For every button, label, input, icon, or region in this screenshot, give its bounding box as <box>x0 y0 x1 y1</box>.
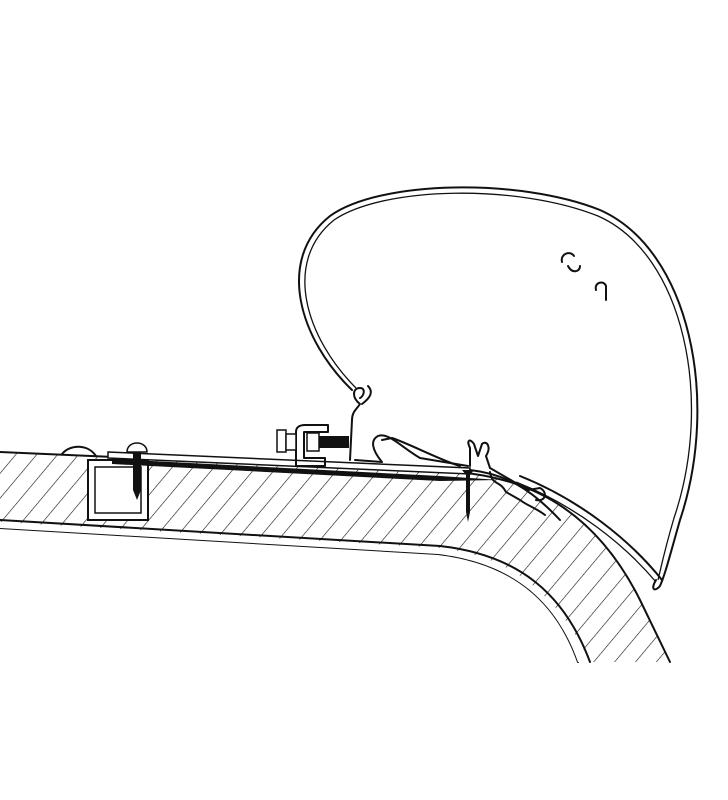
awning-canopy <box>298 186 699 591</box>
awning-front-arm <box>519 475 663 581</box>
roof-outer-skin <box>0 451 671 663</box>
roof-edge-trim <box>61 445 97 457</box>
roof-wall-section <box>0 445 671 663</box>
keder-profile <box>467 439 546 516</box>
wall-hatching <box>0 452 670 662</box>
screw-right <box>462 470 474 522</box>
bolt-thread <box>319 436 349 448</box>
screw-left <box>126 442 148 500</box>
sealant-strip <box>112 459 500 481</box>
canopy-hook-upper <box>560 252 581 273</box>
clamp-bolt-assembly <box>276 385 469 467</box>
canopy-hook-lower <box>594 281 607 301</box>
ceiling-inner-skin <box>0 519 591 663</box>
